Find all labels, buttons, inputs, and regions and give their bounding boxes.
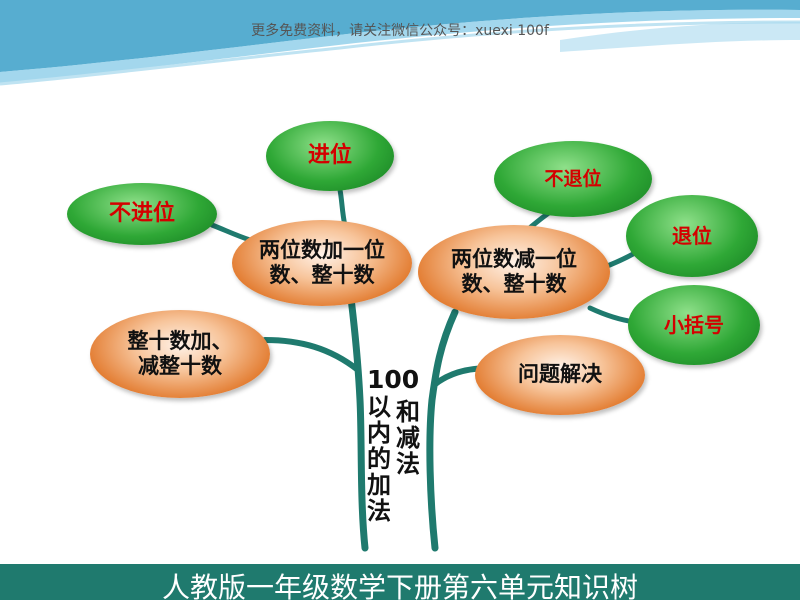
leaf-no-borrow: 不退位 bbox=[494, 141, 652, 217]
trunk-title-right: 和 减 法 bbox=[396, 398, 420, 478]
node-add-main-label: 两位数加一位 数、整十数 bbox=[259, 237, 385, 287]
footer-banner: 人教版一年级数学下册第六单元知识树 bbox=[0, 564, 800, 600]
node-whole-tens: 整十数加、 减整十数 bbox=[90, 310, 270, 398]
branch-no-carry bbox=[209, 222, 253, 243]
node-add-main: 两位数加一位 数、整十数 bbox=[232, 220, 412, 306]
leaf-carry: 进位 bbox=[266, 121, 394, 191]
leaf-brackets-label: 小括号 bbox=[664, 313, 724, 337]
leaf-brackets: 小括号 bbox=[628, 285, 760, 365]
leaf-borrow-label: 退位 bbox=[672, 224, 712, 248]
leaf-no-borrow-label: 不退位 bbox=[544, 167, 602, 190]
leaf-no-carry: 不进位 bbox=[67, 183, 217, 245]
trunk-title-left: 以 内 的 加 法 bbox=[367, 393, 391, 525]
node-sub-main: 两位数减一位 数、整十数 bbox=[418, 225, 610, 319]
trunk-right-edge bbox=[426, 308, 459, 552]
node-problem: 问题解决 bbox=[475, 335, 645, 415]
trunk-title-number: 100 bbox=[367, 365, 420, 394]
leaf-no-carry-label: 不进位 bbox=[108, 200, 175, 226]
footer-title: 人教版一年级数学下册第六单元知识树 bbox=[161, 571, 638, 600]
header-decoration bbox=[0, 0, 800, 86]
leaf-borrow: 退位 bbox=[626, 195, 758, 277]
trunk-left-edge bbox=[346, 286, 369, 552]
node-whole-tens-label: 整十数加、 减整十数 bbox=[127, 328, 233, 378]
branch-whole-tens bbox=[262, 337, 361, 373]
node-sub-main-label: 两位数减一位 数、整十数 bbox=[451, 246, 577, 296]
leaf-carry-label: 进位 bbox=[307, 142, 352, 168]
watermark-text: 更多免费资料，请关注微信公众号：xuexi 100f bbox=[251, 23, 549, 39]
node-problem-label: 问题解决 bbox=[518, 362, 602, 387]
